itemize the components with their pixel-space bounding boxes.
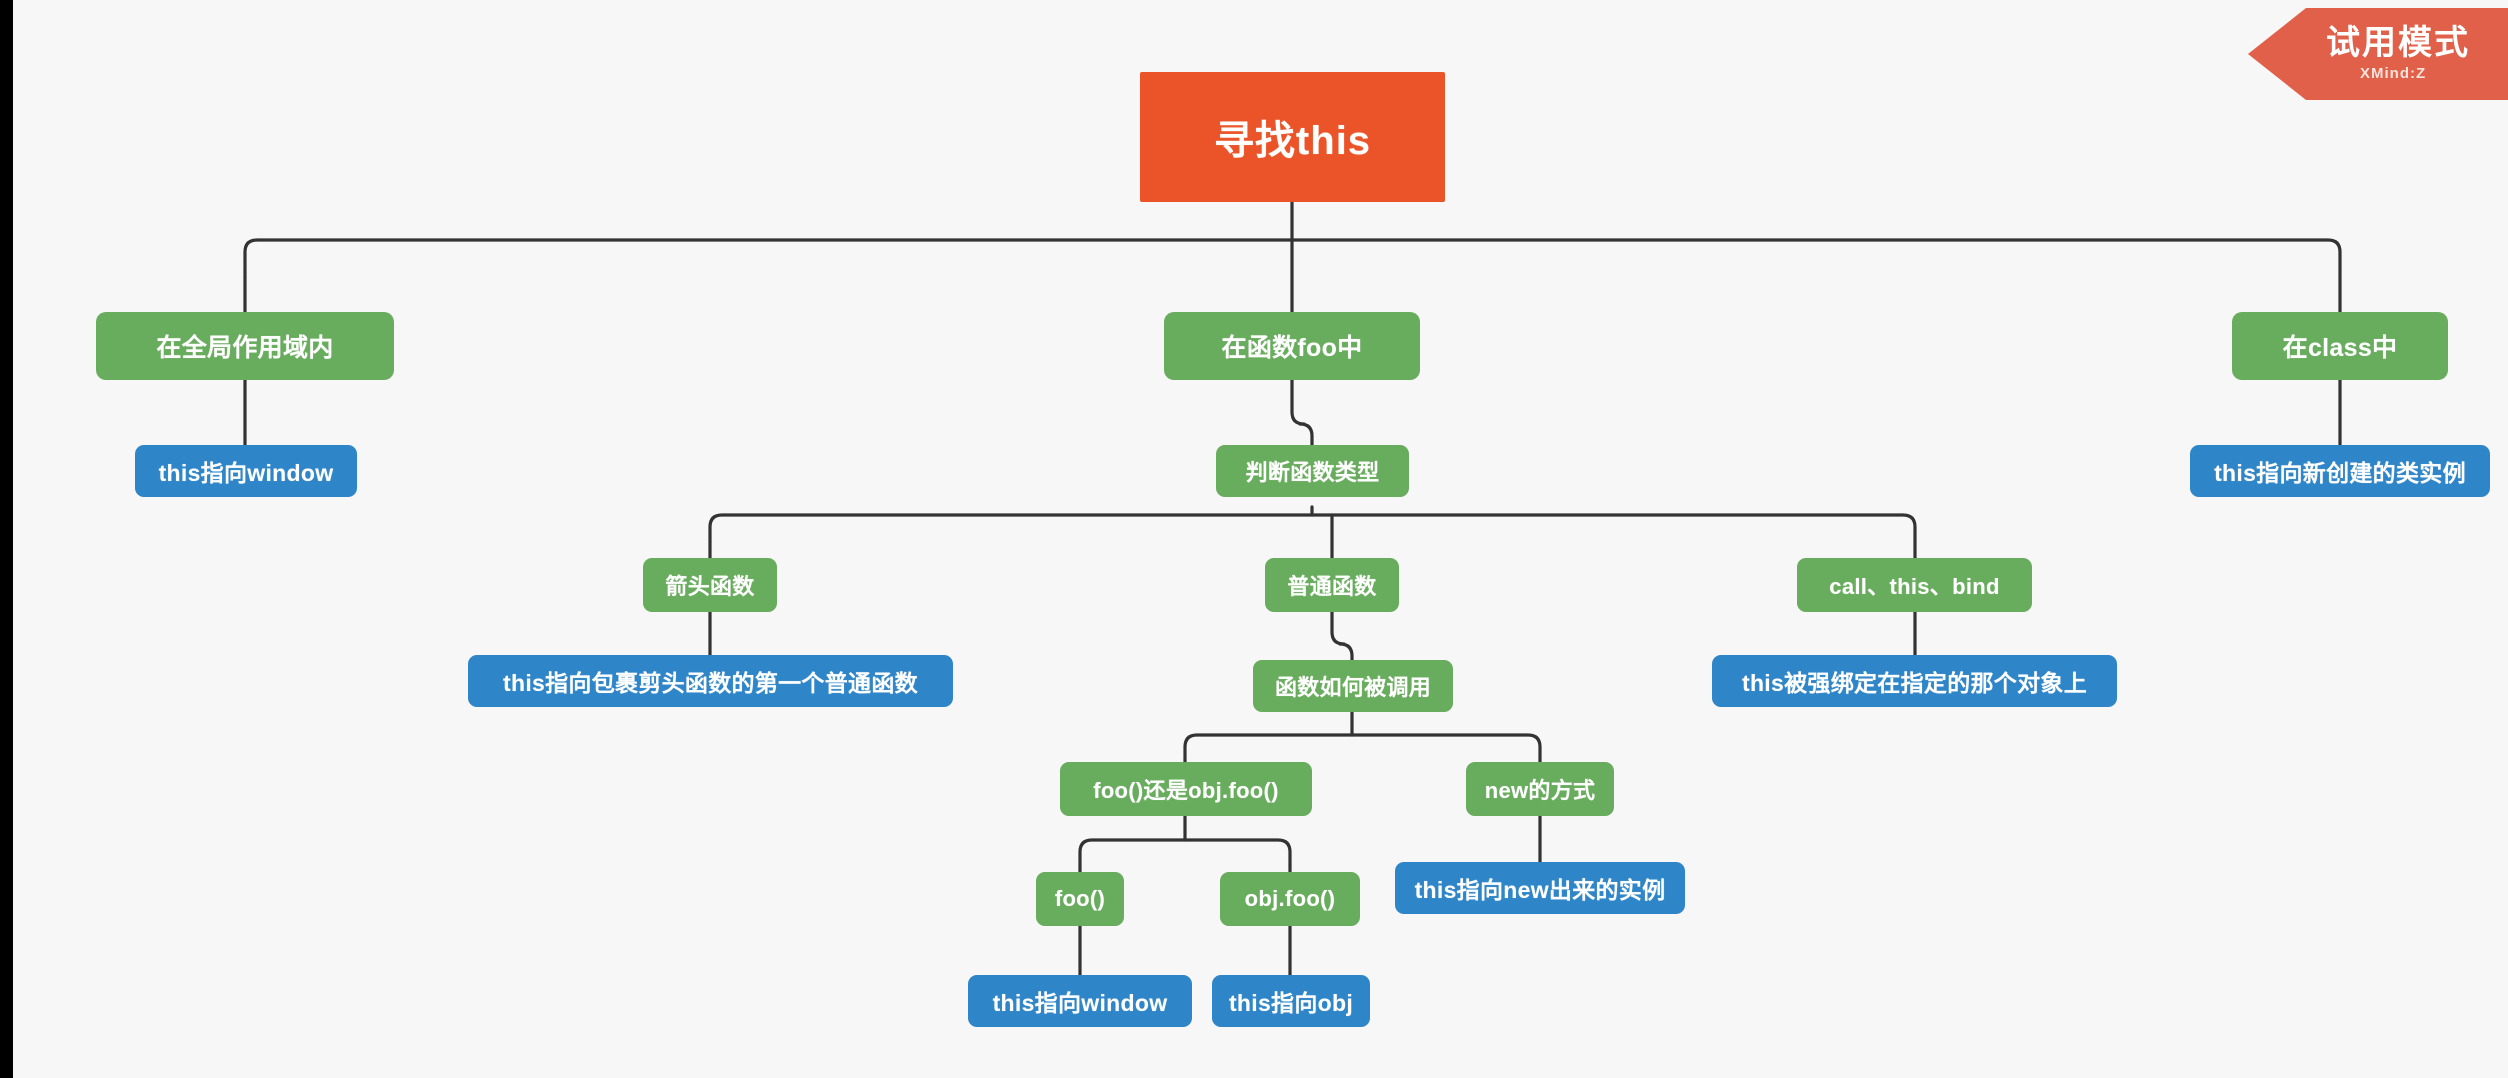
node-label-judge-function-type: 判断函数类型: [1245, 460, 1380, 485]
mindmap-node-arrow-this[interactable]: this指向包裹剪头函数的第一个普通函数: [468, 655, 953, 707]
mindmap-node-objfoo-this-obj[interactable]: this指向obj: [1212, 975, 1370, 1027]
mindmap-node-root[interactable]: 寻找this: [1140, 72, 1445, 202]
node-label-foo-call: foo(): [1054, 886, 1106, 911]
mindmap-node-judge-function-type[interactable]: 判断函数类型: [1216, 445, 1409, 497]
node-label-new-way: new的方式: [1484, 778, 1596, 803]
edge-normal-to-howcalled: [1330, 610, 1354, 662]
edge-level2-bus: [243, 238, 2342, 274]
mindmap-node-arrow-function[interactable]: 箭头函数: [643, 558, 777, 612]
mindmap-node-global-scope[interactable]: 在全局作用域内: [96, 312, 394, 380]
mindmap-node-in-function-foo[interactable]: 在函数foo中: [1164, 312, 1420, 380]
node-label-arrow-this: this指向包裹剪头函数的第一个普通函数: [503, 670, 918, 696]
edge-level3-bus: [708, 513, 1917, 544]
node-label-arrow-function: 箭头函数: [665, 574, 755, 599]
mindmap-node-new-this-instance[interactable]: this指向new出来的实例: [1395, 862, 1685, 914]
node-label-global-scope: 在全局作用域内: [156, 334, 334, 362]
node-label-global-this-window: this指向window: [158, 460, 334, 486]
letterbox-left-bar: [0, 0, 13, 1078]
node-label-in-class: 在class中: [2282, 334, 2398, 362]
node-label-hard-bound-this: this被强绑定在指定的那个对象上: [1742, 670, 2087, 696]
mindmap-node-how-called[interactable]: 函数如何被调用: [1253, 660, 1453, 712]
node-label-foo-this-window: this指向window: [992, 990, 1168, 1016]
node-label-normal-function: 普通函数: [1287, 574, 1377, 599]
node-label-root: 寻找this: [1213, 119, 1372, 163]
mindmap-node-class-this-instance[interactable]: this指向新创建的类实例: [2190, 445, 2490, 497]
mindmap-node-call-this-bind[interactable]: call、this、bind: [1797, 558, 2032, 612]
mindmap-node-global-this-window[interactable]: this指向window: [135, 445, 357, 497]
mindmap-node-foo-call[interactable]: foo(): [1036, 872, 1124, 926]
node-label-how-called: 函数如何被调用: [1274, 675, 1432, 700]
edge-level5-bus: [1078, 838, 1292, 867]
mindmap-node-normal-function[interactable]: 普通函数: [1265, 558, 1399, 612]
edge-foo-to-judge: [1290, 378, 1314, 457]
mindmap-node-foo-this-window[interactable]: this指向window: [968, 975, 1192, 1027]
mindmap-node-in-class[interactable]: 在class中: [2232, 312, 2448, 380]
mindmap-node-new-way[interactable]: new的方式: [1466, 762, 1614, 816]
node-label-foo-or-objfoo: foo()还是obj.foo(): [1093, 778, 1279, 803]
mindmap-node-hard-bound-this[interactable]: this被强绑定在指定的那个对象上: [1712, 655, 2117, 707]
node-label-objfoo-call: obj.foo(): [1244, 886, 1336, 911]
node-label-objfoo-this-obj: this指向obj: [1228, 990, 1354, 1016]
mindmap-node-objfoo-call[interactable]: obj.foo(): [1220, 872, 1360, 926]
node-label-call-this-bind: call、this、bind: [1829, 574, 2000, 599]
node-label-new-this-instance: this指向new出来的实例: [1414, 877, 1666, 903]
edge-level4-bus: [1183, 733, 1542, 762]
node-label-class-this-instance: this指向新创建的类实例: [2214, 460, 2466, 486]
mindmap-node-foo-or-objfoo[interactable]: foo()还是obj.foo(): [1060, 762, 1312, 816]
node-label-in-function-foo: 在函数foo中: [1221, 334, 1363, 362]
